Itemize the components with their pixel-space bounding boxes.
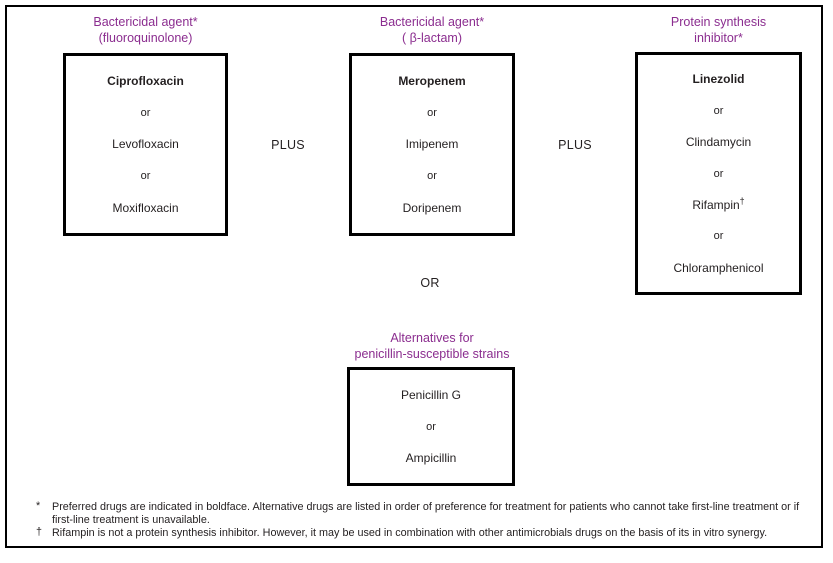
footnote-dagger: † Rifampin is not a protein synthesis in… <box>36 526 810 540</box>
drug-name: Doripenem <box>402 201 462 216</box>
dagger-superscript: † <box>739 195 745 206</box>
group-header-fluoroquinolone: Bactericidal agent* (fluoroquinolone) <box>33 14 258 46</box>
group-header-alternatives: Alternatives for penicillin-susceptible … <box>307 330 557 362</box>
header-line: penicillin-susceptible strains <box>354 347 510 361</box>
header-line: Alternatives for <box>390 331 474 345</box>
or-separator: or <box>140 170 151 183</box>
header-line: Bactericidal agent* <box>93 15 198 29</box>
group-header-protein-synthesis-inhibitor: Protein synthesis inhibitor* <box>606 14 831 46</box>
header-line: Bactericidal agent* <box>379 15 485 29</box>
footnote-text: Rifampin is not a protein synthesis inhi… <box>52 527 768 539</box>
or-separator: or <box>426 420 436 433</box>
header-line: inhibitor* <box>694 31 743 45</box>
drug-name: Rifampin† <box>692 195 745 212</box>
or-separator: or <box>713 104 724 117</box>
drug-name: Penicillin G <box>400 387 462 402</box>
group-header-beta-lactam: Bactericidal agent* ( β-lactam) <box>320 14 544 46</box>
footnote-marker: † <box>36 526 43 538</box>
or-connector: OR <box>420 276 440 290</box>
or-separator: or <box>427 106 437 119</box>
or-separator: or <box>713 230 724 243</box>
footnotes: * Preferred drugs are indicated in boldf… <box>36 500 810 540</box>
drug-name: Meropenem <box>398 73 466 88</box>
header-line: (fluoroquinolone) <box>98 31 193 45</box>
drug-name: Clindamycin <box>685 135 752 150</box>
footnote-marker: * <box>36 500 41 512</box>
footnote-text: Preferred drugs are indicated in boldfac… <box>52 501 800 526</box>
drug-name: Linezolid <box>692 72 745 87</box>
drug-name: Ampicillin <box>405 451 457 466</box>
or-separator: or <box>713 167 724 180</box>
header-line: ( β-lactam) <box>402 31 462 45</box>
header-line: Protein synthesis <box>670 15 767 29</box>
drug-name: Imipenem <box>405 137 459 152</box>
drug-name: Chloramphenicol <box>673 260 764 275</box>
plus-connector-1: PLUS <box>271 138 305 152</box>
figure-outer-border <box>5 5 823 548</box>
or-separator: or <box>427 170 437 183</box>
plus-connector-2: PLUS <box>558 138 592 152</box>
drug-name: Levofloxacin <box>112 137 179 152</box>
or-separator: or <box>140 106 151 119</box>
drug-name: Moxifloxacin <box>112 201 179 216</box>
footnote-asterisk: * Preferred drugs are indicated in boldf… <box>36 500 810 527</box>
drug-name: Ciprofloxacin <box>107 73 184 88</box>
